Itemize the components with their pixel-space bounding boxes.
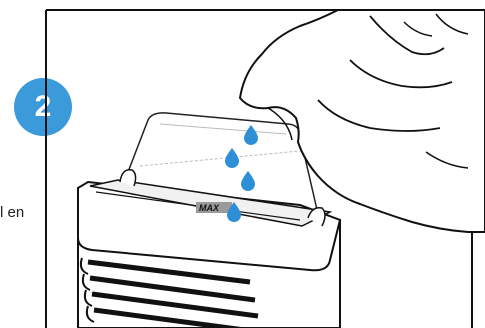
max-label: MAX xyxy=(199,203,220,213)
hand-icon xyxy=(240,10,485,232)
water-drop-icon xyxy=(225,148,239,168)
max-level-marker: MAX xyxy=(196,202,232,213)
water-drop-icon xyxy=(244,125,258,145)
water-drop-icon xyxy=(241,171,255,191)
